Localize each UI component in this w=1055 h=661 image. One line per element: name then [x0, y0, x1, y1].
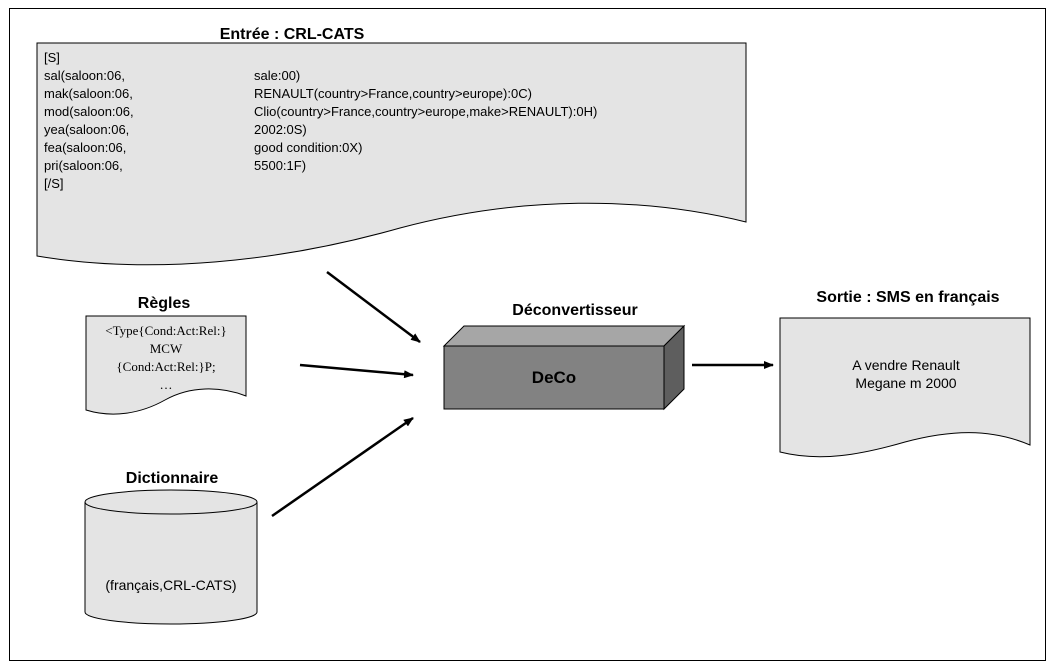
output-line: Megane m 2000	[855, 375, 956, 391]
input-row-right: RENAULT(country>France,country>europe):0…	[254, 86, 532, 101]
input-close-tag: [/S]	[44, 176, 64, 191]
input-row-right: Clio(country>France,country>europe,make>…	[254, 104, 597, 119]
dictionary-cylinder	[84, 489, 258, 625]
input-row-left: sal(saloon:06,	[44, 68, 125, 83]
input-row-right: 2002:0S)	[254, 122, 307, 137]
input-row-right: sale:00)	[254, 68, 300, 83]
rules-line: MCW	[150, 341, 183, 356]
rules-text-block: <Type{Cond:Act:Rel:} MCW {Cond:Act:Rel:}…	[105, 323, 226, 392]
rules-line: {Cond:Act:Rel:}P;	[116, 359, 215, 374]
arrow-dictionary-to-deco	[271, 416, 414, 518]
arrow-rules-to-deco	[299, 363, 414, 379]
rules-document-shape	[85, 315, 247, 415]
deco-box	[442, 324, 686, 411]
rules-title: Règles	[138, 295, 191, 312]
input-row-left: mak(saloon:06,	[44, 86, 133, 101]
input-row-left: mod(saloon:06,	[44, 104, 134, 119]
rules-line: <Type{Cond:Act:Rel:}	[105, 323, 226, 338]
input-row-left: fea(saloon:06,	[44, 140, 126, 155]
dictionary-title: Dictionnaire	[126, 470, 219, 487]
input-title: Entrée : CRL-CATS	[220, 26, 365, 43]
output-title: Sortie : SMS en français	[816, 289, 999, 306]
input-document-shape	[36, 42, 747, 266]
output-line: A vendre Renault	[852, 357, 960, 373]
input-row-right: good condition:0X)	[254, 140, 362, 155]
input-row-left: pri(saloon:06,	[44, 158, 123, 173]
input-row-left: yea(saloon:06,	[44, 122, 129, 137]
converter-title: Déconvertisseur	[512, 302, 637, 319]
input-row-right: 5500:1F)	[254, 158, 306, 173]
output-document-shape	[779, 317, 1031, 458]
deco-box-top	[442, 325, 686, 347]
deco-label: DeCo	[532, 368, 576, 387]
rules-line: …	[160, 377, 173, 392]
arrow-input-to-deco	[326, 271, 421, 343]
input-open-tag: [S]	[44, 50, 60, 65]
dictionary-label: (français,CRL-CATS)	[105, 577, 236, 593]
deco-box-front	[443, 345, 665, 410]
input-code-block: [S] sal(saloon:06, sale:00) mak(saloon:0…	[44, 50, 597, 191]
